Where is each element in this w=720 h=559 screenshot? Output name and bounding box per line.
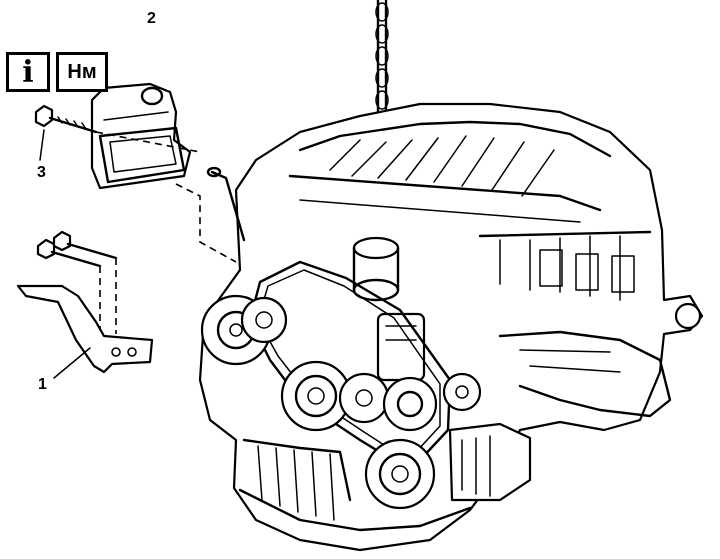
mount-bolt-guide [99, 258, 117, 334]
bracket-bolt-guide [95, 131, 201, 153]
part-1-mount [16, 230, 154, 379]
torque-nm-icon: Нм [56, 52, 108, 92]
info-icon: i [6, 52, 50, 92]
torque-badge-label: Нм [67, 60, 97, 83]
bracket-install-guide [175, 183, 237, 263]
part-3-bolt [34, 104, 98, 161]
info-badge-label: i [22, 54, 34, 90]
callout-part-2: 2 [147, 10, 156, 27]
callout-part-1: 1 [38, 376, 47, 393]
engine-block [198, 102, 704, 552]
part-2-bracket [90, 82, 192, 190]
callout-part-3: 3 [37, 164, 46, 181]
